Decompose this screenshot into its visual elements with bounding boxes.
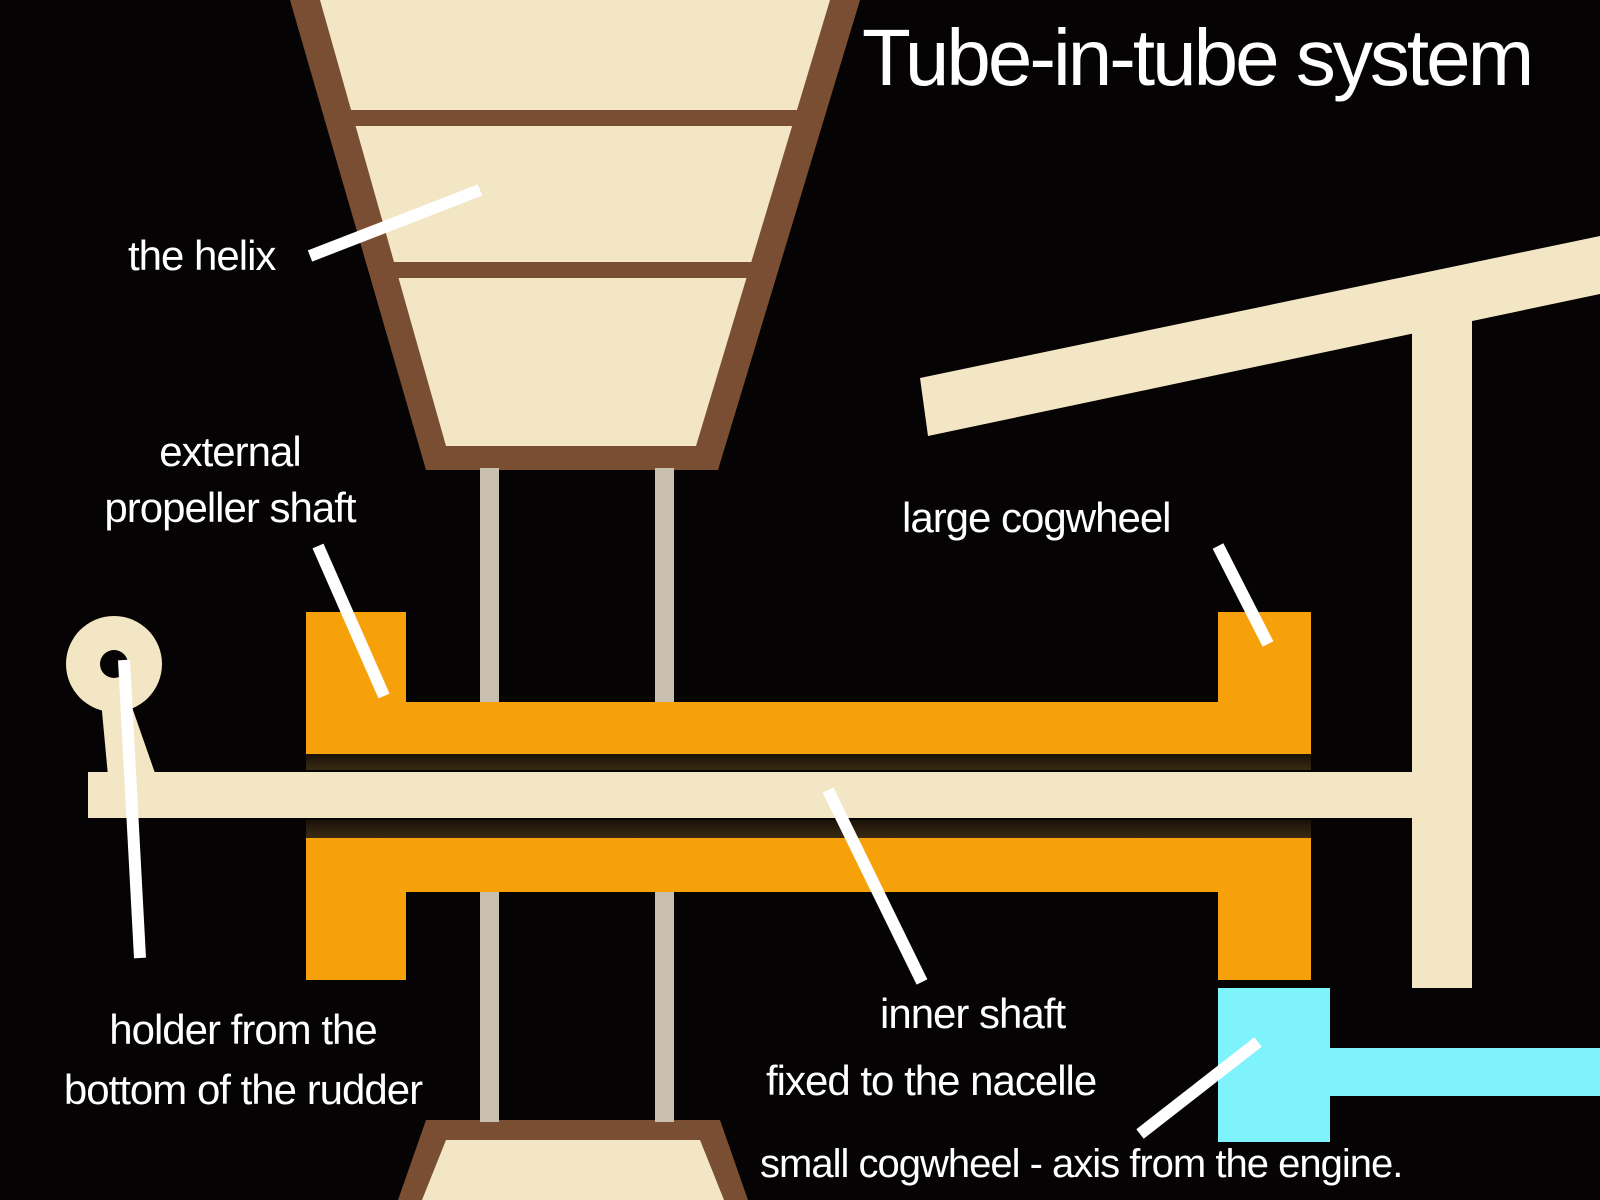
label-large-cogwheel: large cogwheel xyxy=(902,494,1172,541)
external-propeller-shaft xyxy=(306,612,1311,980)
label-external-line2: propeller shaft xyxy=(104,484,356,531)
label-rudder-holder: holder from the bottom of the rudder xyxy=(38,1000,448,1120)
helix-pointer xyxy=(307,184,483,262)
label-small-cogwheel: small cogwheel - axis from the engine. xyxy=(760,1142,1403,1186)
label-holder-line2: bottom of the rudder xyxy=(63,1066,423,1113)
rudder-holder xyxy=(66,616,162,776)
nacelle-bracket xyxy=(920,236,1600,988)
small-cogwheel xyxy=(1218,988,1600,1142)
blade-rods xyxy=(480,468,674,1122)
label-helix: the helix xyxy=(128,232,276,279)
label-external-propeller-shaft: external propeller shaft xyxy=(80,424,380,536)
label-external-line1: external xyxy=(159,428,301,475)
label-fixed-to-nacelle: fixed to the nacelle xyxy=(766,1057,1097,1104)
helix-blade-bottom xyxy=(398,1120,748,1200)
large-cogwheel-pointer xyxy=(1212,543,1274,647)
inner-shaft-pointer xyxy=(822,787,928,985)
label-inner-shaft: inner shaft xyxy=(880,990,1066,1037)
holder-pointer xyxy=(118,659,146,959)
external-shaft-pointer xyxy=(312,543,390,699)
leader-lines xyxy=(118,184,1274,1139)
diagram-title: Tube-in-tube system xyxy=(862,13,1534,102)
inner-shaft xyxy=(88,772,1472,818)
small-cogwheel-pointer xyxy=(1136,1037,1262,1139)
helix-blade-top xyxy=(290,0,860,470)
label-holder-line1: holder from the xyxy=(109,1006,377,1053)
